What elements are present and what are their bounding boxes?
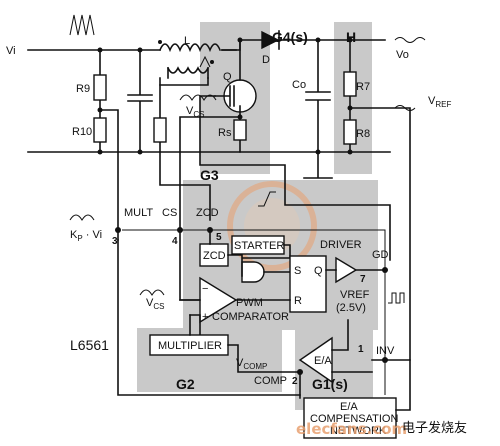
resistor-r10: [93, 117, 107, 143]
label-r9: R9: [76, 83, 90, 95]
waveform-vcs-icon: [179, 94, 217, 101]
resistor-r9: [93, 74, 107, 101]
wire-mult-sense: [99, 109, 119, 241]
capacitor-input: [127, 49, 153, 153]
waveform-vref-icon: [394, 105, 416, 111]
label-pin5: 5: [216, 232, 222, 243]
label-vcs-top: VCS: [186, 105, 204, 119]
label-kp-vi: KP · Vi: [70, 229, 102, 243]
label-vo: Vo: [396, 49, 409, 61]
label-ff-q: Q: [314, 265, 323, 277]
label-starter: STARTER: [234, 240, 284, 252]
label-pin2: 2: [292, 376, 298, 387]
group-label-g3: G3: [200, 167, 219, 183]
label-inv-pin: INV: [376, 345, 395, 357]
waveform-vo-icon: [394, 37, 426, 43]
label-gd-pin: GD: [372, 249, 389, 261]
wire-feedback-inv: [349, 107, 411, 361]
label-vcomp: VCOMP: [236, 357, 267, 371]
label-rs: Rs: [218, 127, 232, 139]
label-comparator: COMPARATOR: [212, 311, 289, 323]
watermark-brand: elecfans.com: [296, 420, 407, 438]
label-multiplier: MULTIPLIER: [158, 340, 222, 352]
label-ff-r: R: [294, 295, 302, 307]
label-ff-s: S: [294, 265, 301, 277]
label-ea: E/A: [314, 355, 332, 367]
label-driver: DRIVER: [320, 239, 362, 251]
watermark-cn: 电子发烧友: [402, 420, 467, 436]
inductor-l: [158, 43, 222, 53]
label-comp-net-3: NETWORK: [330, 425, 387, 437]
label-vref-block: VREF: [340, 289, 370, 301]
resistor-zcd: [153, 117, 167, 143]
label-pin4: 4: [172, 236, 178, 247]
compensation-network: [303, 397, 397, 439]
waveform-zcd-icon: [258, 191, 276, 207]
g1-shade: [295, 330, 373, 410]
label-chip: L6561: [70, 337, 109, 353]
label-pwm-minus: +: [202, 311, 208, 323]
label-cs-pin: CS: [162, 207, 177, 219]
label-pin7: 7: [360, 274, 366, 285]
resistor-r7: [343, 71, 357, 97]
label-zcd-block: ZCD: [203, 250, 226, 262]
error-amplifier: [298, 336, 333, 384]
label-vcs-mid: VCS: [146, 297, 164, 311]
inductor-aux-winding: [166, 66, 210, 74]
label-r8: R8: [356, 128, 370, 140]
label-vi: Vi: [6, 45, 16, 57]
ground-symbol: [303, 151, 333, 179]
label-pwm: PWM: [236, 297, 263, 309]
rs-flipflop: [289, 255, 327, 313]
label-vref: VREF: [428, 95, 451, 109]
label-comp-net-1: E/A: [340, 401, 358, 413]
and-gate: [241, 261, 265, 283]
group-label-h: H: [346, 29, 356, 45]
wire-mult-to-multiplier: [117, 239, 301, 396]
label-mosfet: Q: [223, 71, 232, 83]
diode-d: [261, 30, 280, 50]
label-co: Co: [292, 79, 306, 91]
label-vref-value: (2.5V): [336, 302, 366, 314]
group-label-g4: G4(s): [272, 29, 308, 45]
waveform-gd-pulse-icon: [388, 292, 405, 304]
label-inductor: L: [184, 35, 190, 47]
waveform-input-icon: [69, 14, 95, 36]
label-pwm-plus: −: [202, 283, 208, 295]
label-r10: R10: [72, 126, 92, 138]
label-zcd-pin: ZCD: [196, 207, 219, 219]
label-comp-net-2: COMPENSATION: [310, 413, 398, 425]
waveform-vcs-mid-icon: [139, 289, 165, 296]
label-pin3: 3: [112, 236, 118, 247]
waveform-kpvi-icon: [69, 214, 95, 221]
label-pin1: 1: [358, 344, 364, 355]
label-comp-pin: COMP: [254, 375, 287, 387]
label-r7: R7: [356, 81, 370, 93]
label-mult-pin: MULT: [124, 207, 153, 219]
resistor-rs: [233, 119, 247, 141]
resistor-r8: [343, 119, 357, 145]
h-shade: [334, 22, 372, 174]
group-label-g2: G2: [176, 376, 195, 392]
group-label-g1: G1(s): [312, 376, 348, 392]
capacitor-output: [305, 39, 331, 153]
label-diode: D: [262, 54, 270, 66]
